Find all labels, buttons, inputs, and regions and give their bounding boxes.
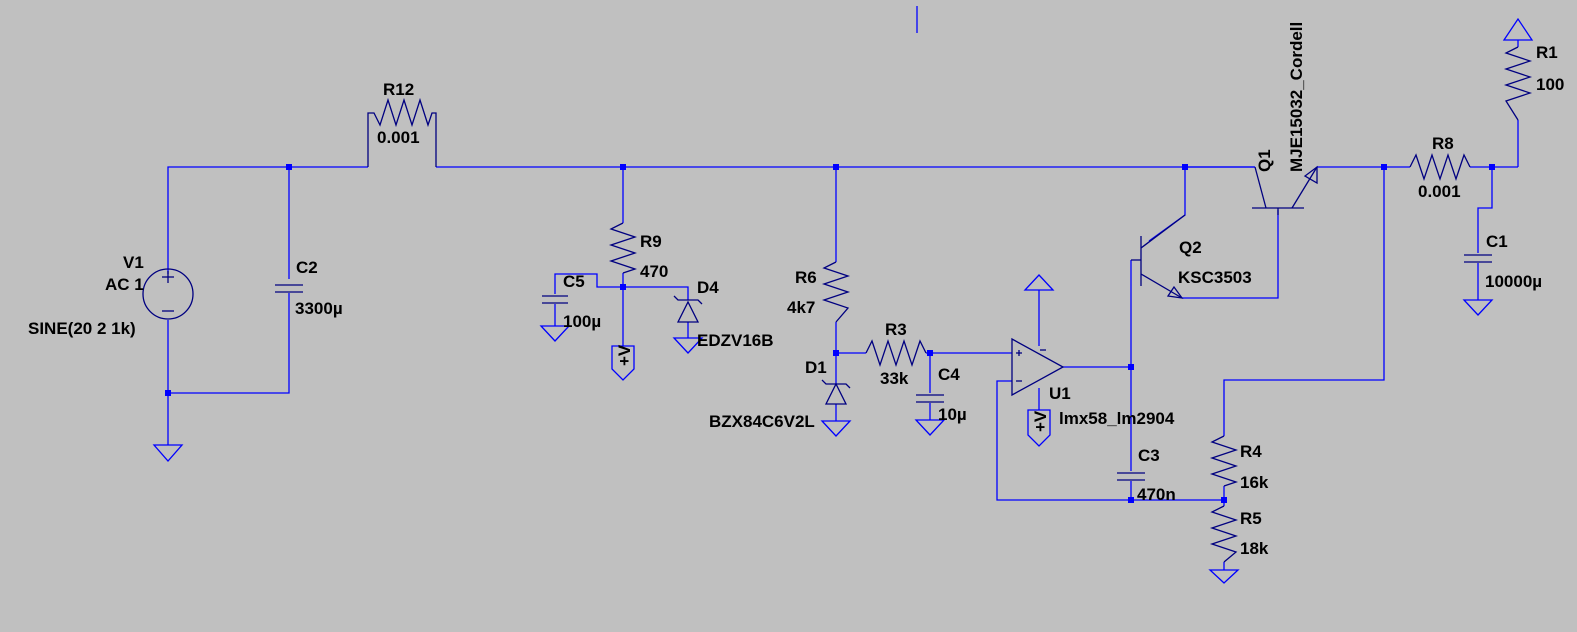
r6-resistor-symbol[interactable] xyxy=(821,261,851,323)
wires xyxy=(167,40,1519,570)
c1-name: C1 xyxy=(1486,232,1508,251)
r9-value: 470 xyxy=(640,262,668,281)
u1-value: lmx58_lm2904 xyxy=(1059,409,1175,428)
d4-name: D4 xyxy=(697,278,719,297)
d4-zener-symbol[interactable] xyxy=(673,295,703,323)
r1-resistor-symbol[interactable] xyxy=(1503,46,1533,121)
r4-name: R4 xyxy=(1240,442,1262,461)
q2-transistor-symbol[interactable] xyxy=(1131,214,1186,299)
q1-transistor-symbol[interactable] xyxy=(1252,165,1318,215)
r9-name: R9 xyxy=(640,232,662,251)
c1-value: 10000µ xyxy=(1485,272,1542,291)
supply-flag-r1-top xyxy=(1502,17,1534,41)
r9-resistor-symbol[interactable] xyxy=(608,222,638,274)
c4-value: 10µ xyxy=(938,405,967,424)
ground-symbols xyxy=(152,299,1494,584)
r8-resistor-symbol[interactable] xyxy=(1409,152,1471,182)
r5-resistor-symbol[interactable] xyxy=(1209,505,1239,563)
c2-value: 3300µ xyxy=(295,299,343,318)
c4-capacitor-symbol[interactable] xyxy=(916,394,944,403)
r12-value: 0.001 xyxy=(377,128,420,147)
v1-value: AC 1 xyxy=(105,275,144,294)
c3-capacitor-symbol[interactable] xyxy=(1117,472,1145,481)
r3-resistor-symbol[interactable] xyxy=(865,338,927,368)
c5-capacitor-symbol[interactable] xyxy=(542,295,568,304)
r5-value: 18k xyxy=(1240,539,1269,558)
c4-name: C4 xyxy=(938,365,960,384)
c3-name: C3 xyxy=(1138,446,1160,465)
c2-name: C2 xyxy=(296,258,318,277)
c2-capacitor-symbol[interactable] xyxy=(275,284,303,293)
c3-value: 470n xyxy=(1137,485,1176,504)
u1-name: U1 xyxy=(1049,384,1071,403)
supply-flag-r9: +V xyxy=(611,344,635,381)
labels: V1 AC 1 SINE(20 2 1k) C2 3300µ R12 0.001… xyxy=(28,22,1564,558)
r12-resistor-symbol[interactable] xyxy=(367,97,437,167)
r4-resistor-symbol[interactable] xyxy=(1209,435,1239,487)
r1-name: R1 xyxy=(1536,43,1558,62)
r5-name: R5 xyxy=(1240,509,1262,528)
supply-flag-opamp: +V xyxy=(1027,409,1051,447)
r4-value: 16k xyxy=(1240,473,1269,492)
q2-name: Q2 xyxy=(1179,238,1202,257)
r6-value: 4k7 xyxy=(787,298,815,317)
d1-name: D1 xyxy=(805,358,827,377)
r12-name: R12 xyxy=(383,80,414,99)
r3-name: R3 xyxy=(885,320,907,339)
d1-zener-symbol[interactable] xyxy=(821,379,851,405)
c5-value: 100µ xyxy=(563,312,601,331)
q1-value: MJE15032_Cordell xyxy=(1287,22,1306,172)
supply-label-opamp: +V xyxy=(1031,410,1050,432)
q2-value: KSC3503 xyxy=(1178,268,1252,287)
q1-name: Q1 xyxy=(1255,149,1274,172)
r6-name: R6 xyxy=(795,268,817,287)
d1-value: BZX84C6V2L xyxy=(709,412,815,431)
r3-value: 33k xyxy=(880,369,909,388)
v1-source-symbol[interactable] xyxy=(142,268,194,320)
r1-value: 100 xyxy=(1536,75,1564,94)
v1-spice: SINE(20 2 1k) xyxy=(28,319,136,338)
r8-name: R8 xyxy=(1432,134,1454,153)
v1-name: V1 xyxy=(123,253,144,272)
r8-value: 0.001 xyxy=(1418,182,1461,201)
supply-label-r9: +V xyxy=(615,344,634,366)
u1-opamp-symbol[interactable] xyxy=(1011,337,1065,397)
junctions xyxy=(165,164,1495,503)
d4-value: EDZV16B xyxy=(697,331,774,350)
c1-capacitor-symbol[interactable] xyxy=(1464,254,1492,263)
supply-flag-opamp-top xyxy=(1023,274,1055,291)
c5-name: C5 xyxy=(563,272,585,291)
